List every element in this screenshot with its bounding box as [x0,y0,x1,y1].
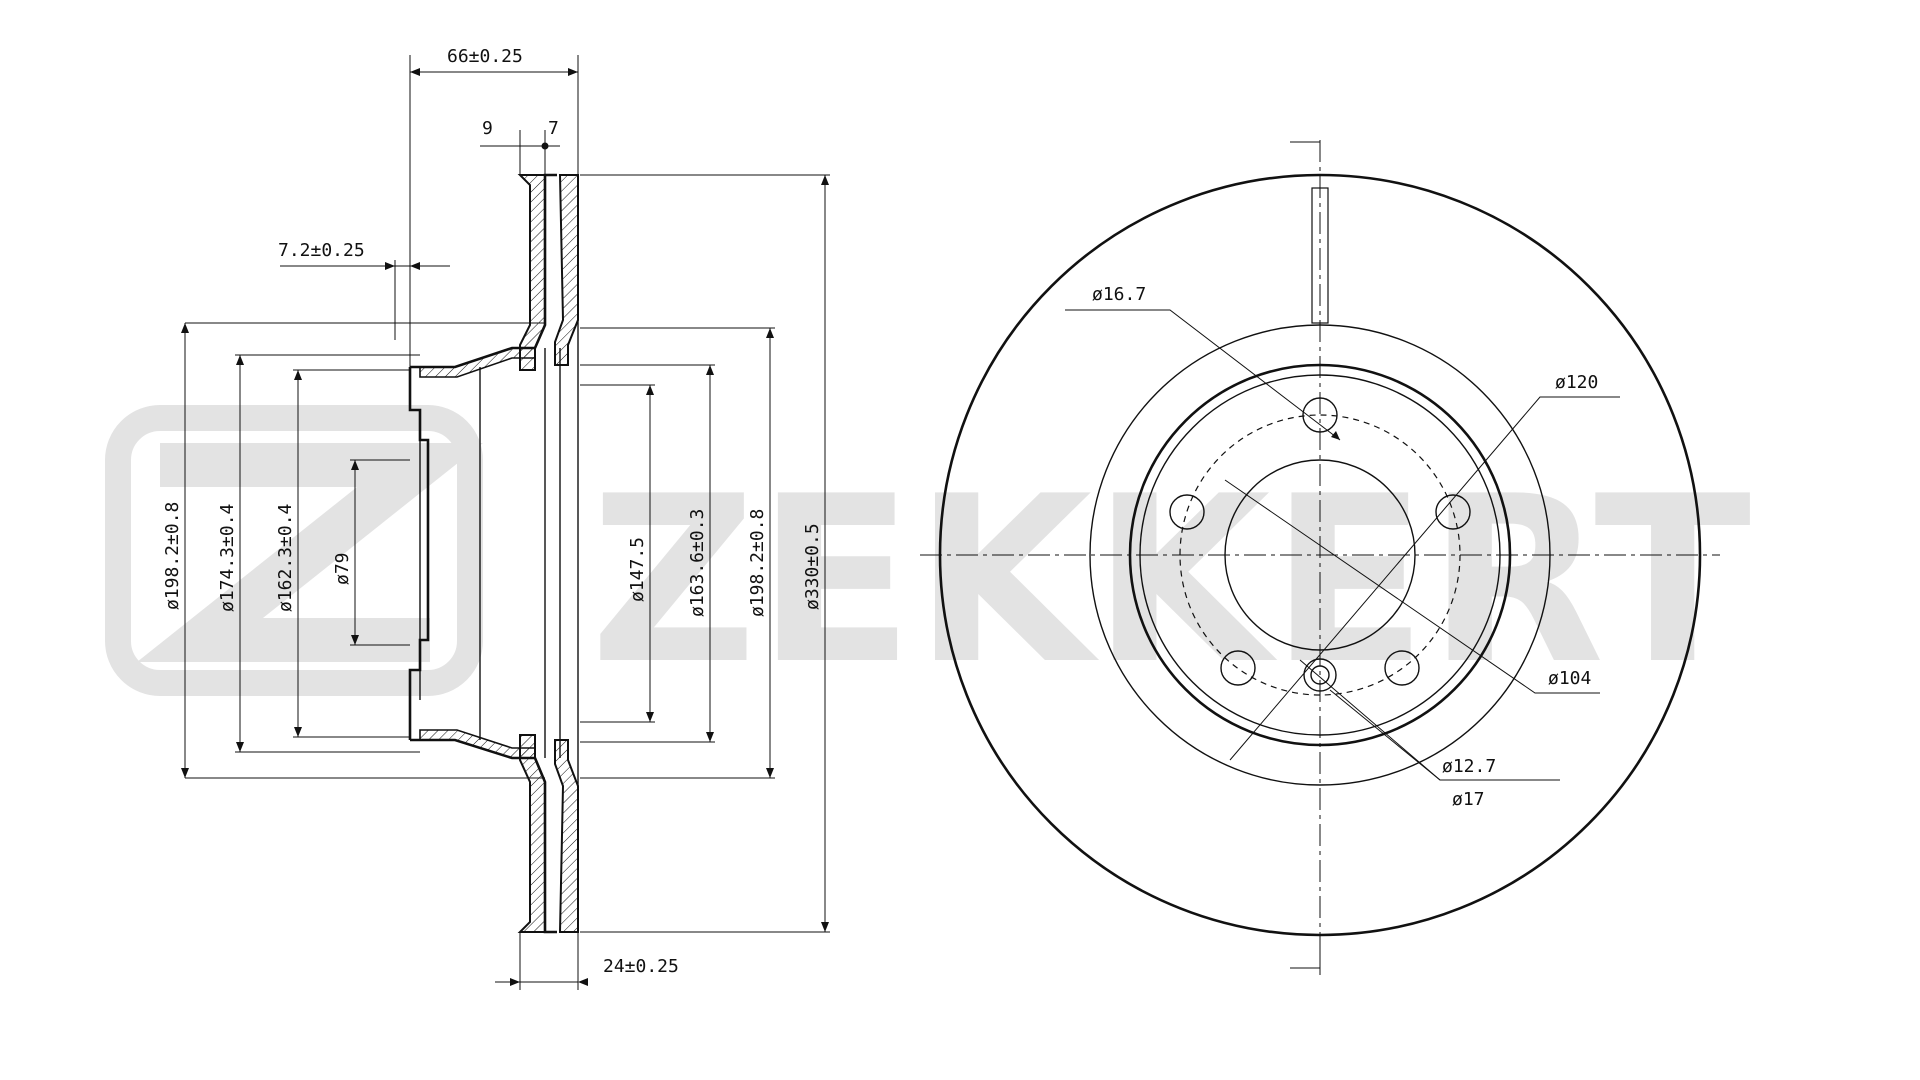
svg-text:7.2±0.25: 7.2±0.25 [278,240,365,261]
dim-left-diameters: ø198.2±0.8 ø174.3±0.4 ø162.3±0.4 ø79 [162,323,359,778]
label-d163: ø163.6±0.3 [687,509,708,617]
zz-logo-icon [105,405,483,696]
bolt-hole-icon [1435,494,1471,530]
front-view: ø16.7 ø120 ø104 ø12.7 ø17 [920,140,1720,975]
rotor-plate-left-bottom [517,734,546,933]
wheel-stud-hole-icon [1303,658,1337,692]
section-markers [1290,141,1321,969]
bolt-hole-icon [1384,650,1420,686]
section-cut-slot [1311,187,1329,324]
dim-right-diameters: ø147.5 ø163.6±0.3 ø198.2±0.8 ø330±0.5 [627,175,829,932]
rotor-plate-right [554,174,579,366]
bolt-hole-icon [1169,494,1205,530]
rotor-plate-right-bottom [554,739,579,933]
label-d162: ø162.3±0.4 [275,504,296,612]
svg-text:7: 7 [548,118,559,139]
wheel-stud-hole-inner-icon [1310,665,1330,685]
bolt-hole-icon [1220,650,1256,686]
rotor-plate-left [517,174,546,371]
label-small-hole-outer: ø17 [1452,789,1485,810]
hub-wall-top [410,347,536,378]
dim-disc-thickness: 24±0.25 [495,956,679,986]
svg-text:24±0.25: 24±0.25 [603,956,679,977]
dim-overall-width: 66±0.25 [410,46,578,76]
label-d198-left: ø198.2±0.8 [162,502,183,610]
label-d198-right: ø198.2±0.8 [747,509,768,617]
bolt-hole-icon [1302,397,1338,433]
label-d79: ø79 [332,552,353,585]
dim-plate-thickness: 9 7 [480,118,560,175]
hub-wall-bottom [410,729,536,759]
label-small-hole: ø12.7 [1442,756,1496,777]
bolt-holes [1169,397,1471,692]
label-hole-diameter: ø16.7 [1092,284,1146,305]
label-bolt-circle: ø104 [1548,668,1591,689]
label-d330: ø330±0.5 [802,523,823,610]
watermark: ZEKKERT [105,405,1751,715]
label-d174: ø174.3±0.4 [217,504,238,612]
dim-hat-offset: 7.2±0.25 [278,240,450,270]
svg-text:9: 9 [482,118,493,139]
label-hub-diameter: ø120 [1555,372,1598,393]
side-view: 66±0.25 9 7 7.2±0.25 24±0.25 ø198 [162,46,830,990]
label-d147: ø147.5 [627,537,648,602]
svg-text:66±0.25: 66±0.25 [447,46,523,67]
leader-lines [1065,309,1620,781]
